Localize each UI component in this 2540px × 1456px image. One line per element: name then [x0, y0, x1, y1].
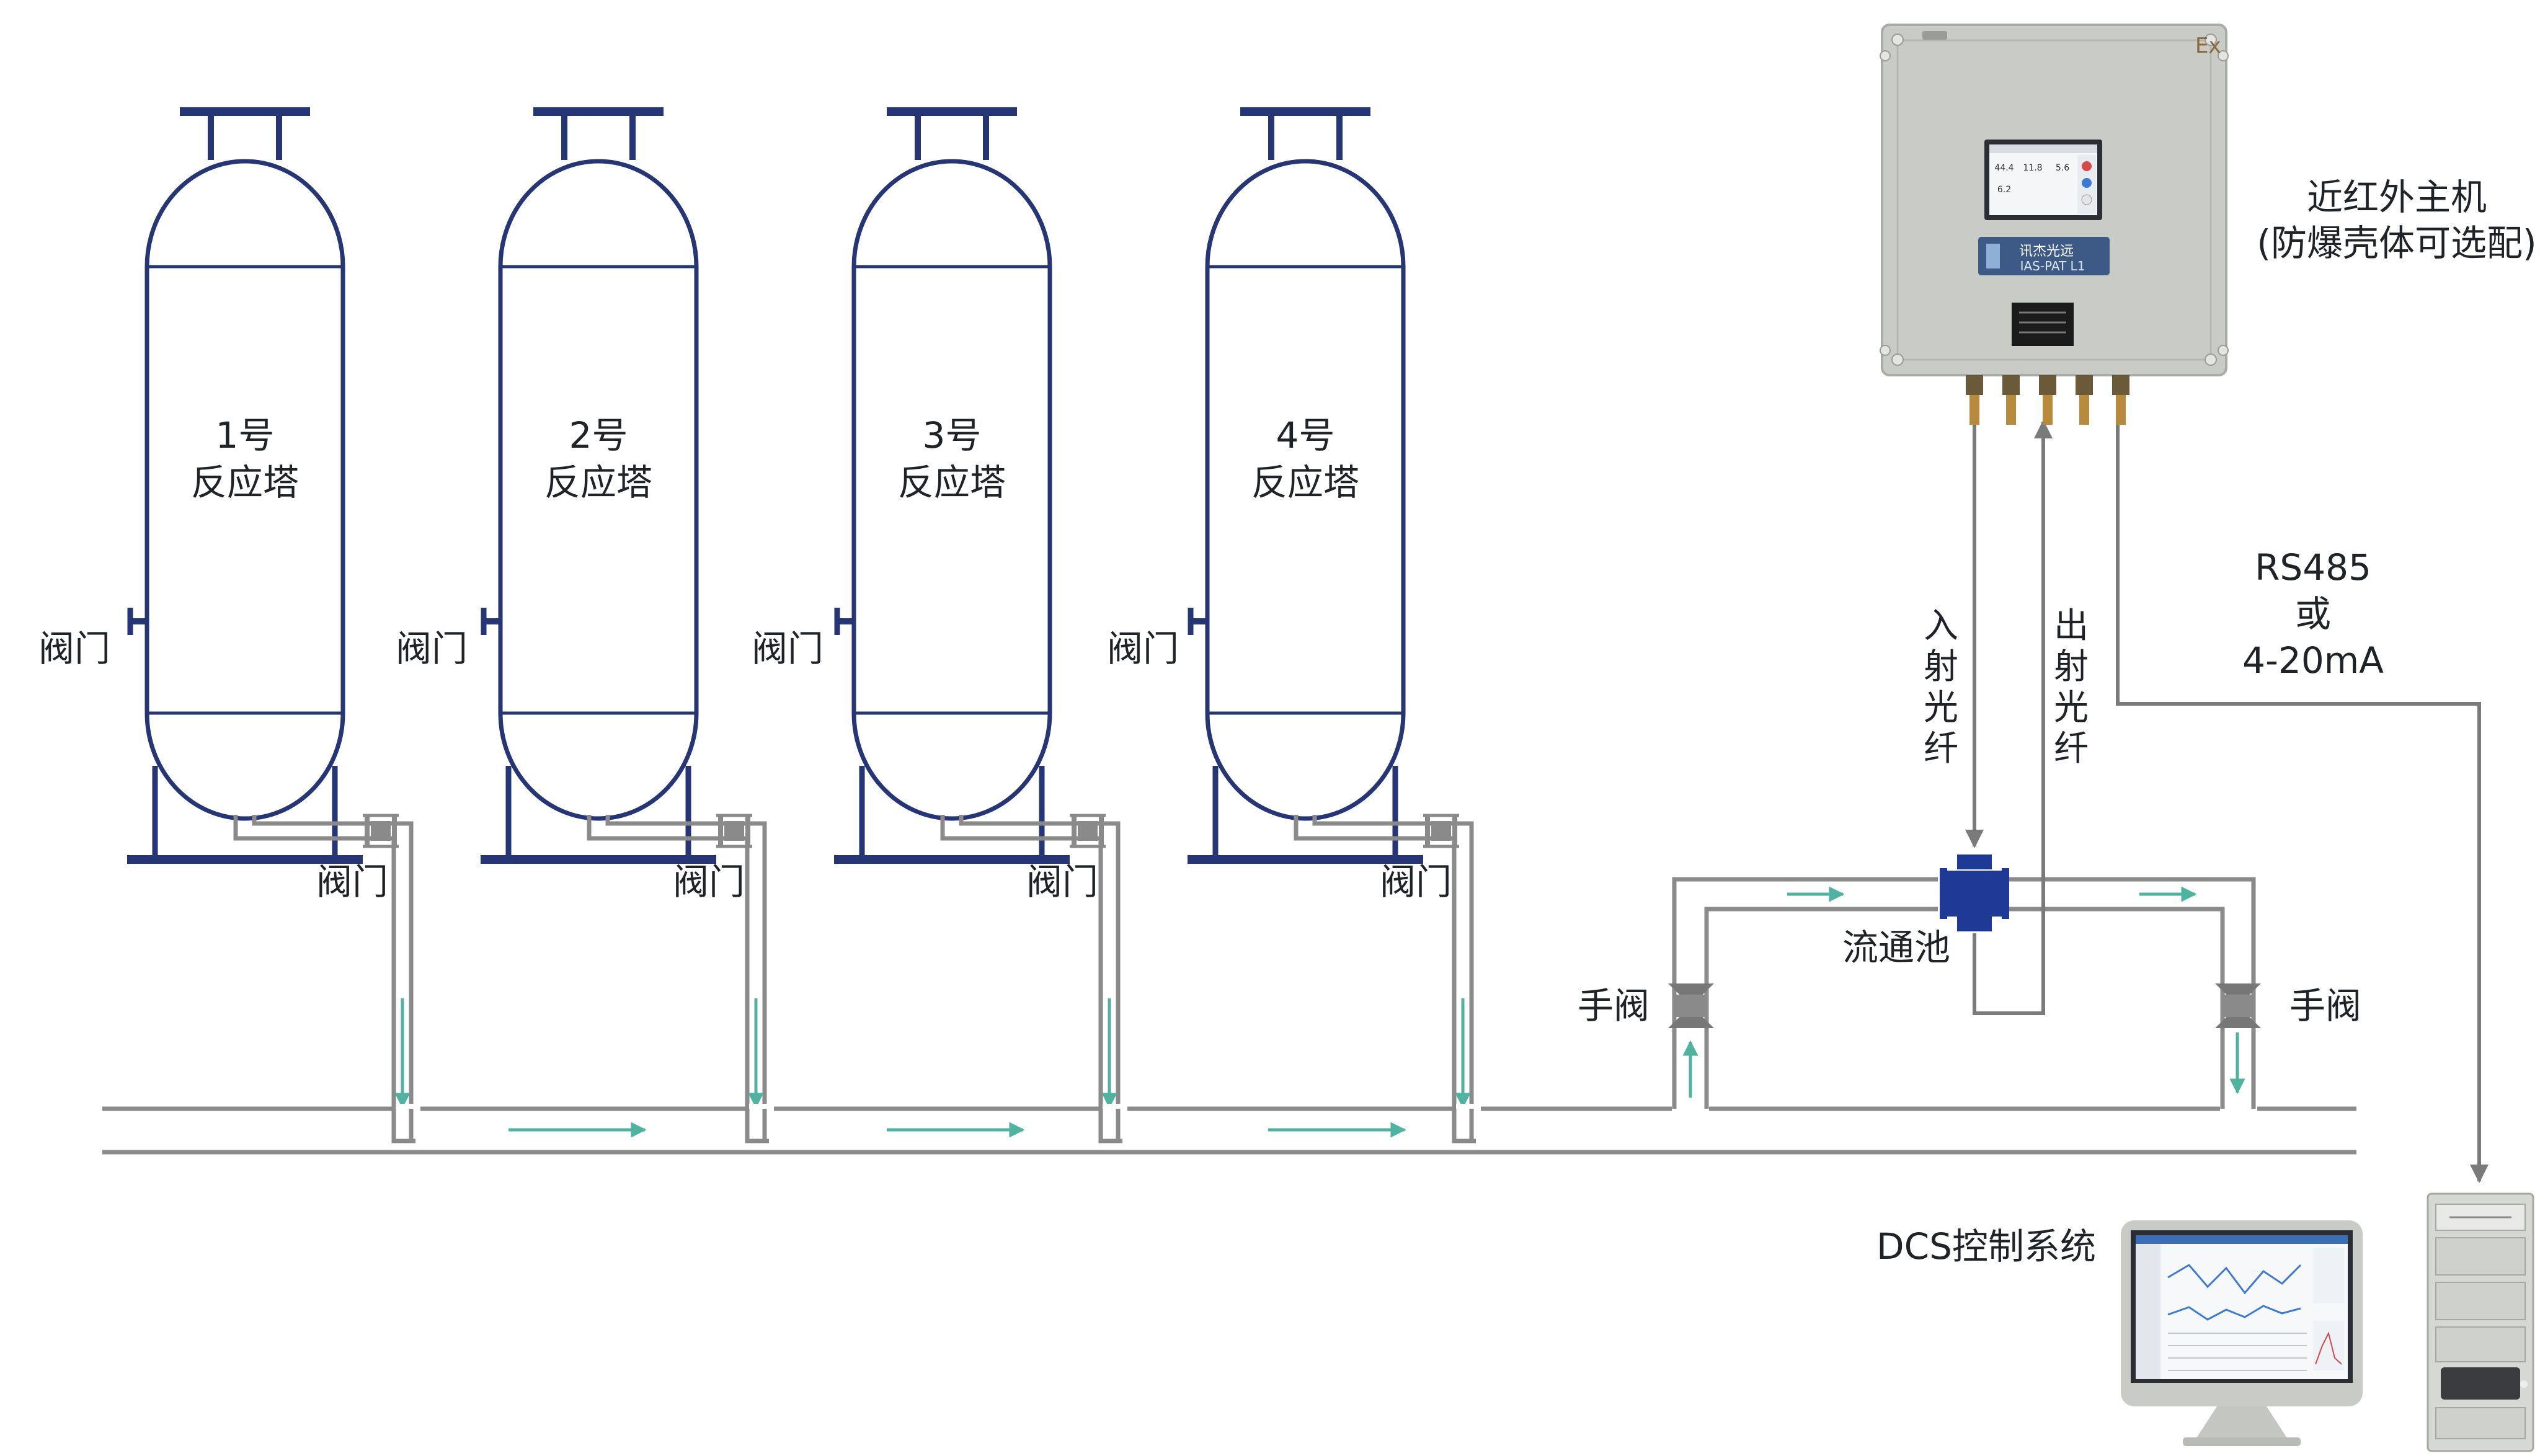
tower-1-name: 反应塔: [191, 461, 299, 504]
dcs-label: DCS控制系统: [1876, 1225, 2096, 1267]
tower-3-name: 反应塔: [898, 461, 1006, 504]
manual-valve-left: [1668, 983, 1714, 1028]
host-screen-value: 44.4: [1994, 163, 2014, 173]
signal-line3: 4-20mA: [2242, 639, 2384, 681]
dcs-monitor: [2121, 1220, 2363, 1446]
tower-2-name: 反应塔: [544, 461, 652, 504]
tower-1: [127, 112, 415, 1141]
tower-4-number: 4号: [1276, 414, 1335, 456]
exit-fiber-char: 出: [2054, 606, 2089, 646]
host-ex-mark: Ex: [2195, 33, 2221, 58]
tower-1-bottom-valve-label: 阀门: [316, 861, 388, 903]
tower-3-bottom-valve-label: 阀门: [1026, 861, 1098, 903]
exit-fiber-char: 光: [2054, 688, 2089, 728]
host-screen-value: 6.2: [1997, 185, 2011, 195]
host-title-line2: (防爆壳体可选配): [2257, 222, 2536, 264]
flow-cell-label: 流通池: [1842, 926, 1950, 969]
exit-fiber-char: 纤: [2054, 729, 2089, 769]
incident-fiber-char: 入: [1924, 606, 1958, 646]
tower-4-bottom-valve-label: 阀门: [1380, 861, 1452, 903]
bypass-loop: [1672, 877, 2257, 1114]
tower-2-bottom-valve-label: 阀门: [673, 861, 745, 903]
tower-4-name: 反应塔: [1251, 461, 1359, 504]
incident-fiber-char: 纤: [1924, 729, 1958, 769]
manual-valve-left-label: 手阀: [1578, 985, 1650, 1027]
exit-fiber: [1973, 420, 2053, 1015]
tower-3-number: 3号: [923, 414, 982, 456]
tower-3: [834, 112, 1122, 1141]
host-cable-glands: [1966, 375, 2129, 425]
host-brand-model: IAS-PAT L1: [2020, 259, 2085, 273]
incident-fiber-char: 光: [1924, 688, 1958, 728]
tower-1-side-valve-label: 阀门: [38, 628, 110, 670]
signal-line: [2116, 394, 2489, 1183]
tower-2: [481, 112, 769, 1141]
exit-fiber-char: 射: [2054, 647, 2089, 687]
tower-1-number: 1号: [216, 414, 275, 456]
host-screen-value: 5.6: [2056, 163, 2069, 173]
tower-2-side-valve-label: 阀门: [396, 628, 468, 670]
flow-cell: [1940, 855, 2009, 931]
signal-line1: RS485: [2255, 546, 2371, 588]
host-logo-icon: [1986, 244, 2000, 269]
signal-line2: 或: [2295, 593, 2331, 635]
host-screen-value: 11.8: [2023, 163, 2042, 173]
manual-valve-right-label: 手阀: [2289, 985, 2361, 1027]
tower-2-number: 2号: [569, 414, 628, 456]
host-nameplate: [2012, 303, 2074, 346]
tower-4-side-valve-label: 阀门: [1107, 628, 1179, 670]
dcs-server: [2427, 1192, 2534, 1452]
tower-3-side-valve-label: 阀门: [752, 628, 824, 670]
incident-fiber-char: 射: [1924, 647, 1958, 687]
tower-4: [1188, 112, 1476, 1141]
host-title-line1: 近红外主机: [2307, 176, 2487, 218]
host-brand-cn: 讯杰光远: [2019, 244, 2074, 259]
nir-host: [1880, 24, 2229, 376]
manual-valve-right: [2215, 983, 2261, 1028]
host-brand-plate: [1978, 237, 2110, 275]
